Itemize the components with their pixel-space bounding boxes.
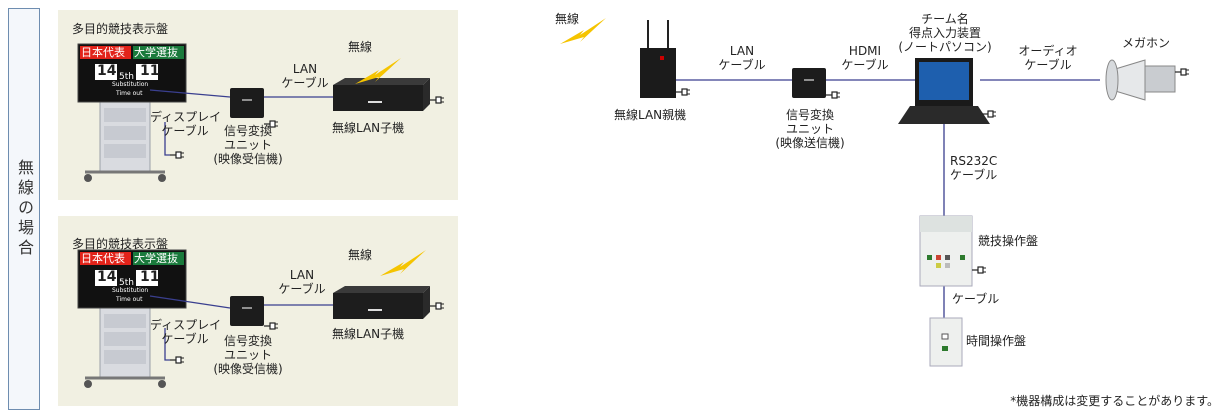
board-upper-team-left: 日本代表 (81, 46, 125, 59)
timer-label: 時間操作盤 (966, 334, 1027, 348)
cable-label: ケーブル (952, 292, 1000, 306)
right-drawing (560, 18, 1190, 367)
unit-label-upper-l3: (映像受信機) (213, 152, 283, 166)
board-upper-score-left: 14 (97, 63, 117, 79)
display-cable-label-lower-l2: ケーブル (161, 332, 209, 346)
board-upper-row1: Substitution (112, 81, 149, 88)
unit-label-upper-l2: ユニット (223, 138, 272, 152)
rs232c-cable-label: RS232C ケーブル (950, 154, 997, 182)
board-lower-team-right: 大学選抜 (134, 252, 178, 265)
unit-label-upper: 信号変換 ユニット (映像受信機) (205, 124, 291, 166)
wlan-child-label-upper: 無線LAN子機 (332, 121, 405, 135)
pc-label-l2: 得点入力装置 (908, 26, 981, 40)
lan-cable-label-upper: LAN ケーブル (280, 62, 330, 90)
lan-cable-label-lower-l1: LAN (289, 268, 315, 282)
lan-cable-label-lower-l2: ケーブル (278, 282, 326, 296)
unit-label-right-l1: 信号変換 (785, 108, 834, 122)
lan-cable-label-right-l1: LAN (729, 44, 755, 58)
board-upper-row2: Time out (116, 90, 143, 97)
board-lower-row1: Substitution (112, 287, 149, 294)
board-lower-team-left: 日本代表 (81, 252, 125, 265)
megaphone-label: メガホン (1122, 36, 1171, 50)
board-upper-score-right: 11 (140, 63, 160, 79)
audio-cable-label-l1: オーディオ (1018, 44, 1078, 58)
lan-cable-label-upper-l2: ケーブル (281, 76, 329, 90)
rs232c-cable-label-l1: RS232C (950, 154, 998, 168)
board-lower-score-right: 11 (140, 269, 160, 285)
display-cable-label-upper-l2: ケーブル (161, 124, 209, 138)
lan-cable-label-right-l2: ケーブル (718, 58, 766, 72)
panel-lower-title: 多目的競技表示盤 (72, 237, 169, 251)
display-cable-label-upper-l1: ディスプレイ (150, 110, 222, 124)
unit-label-right-l2: ユニット (785, 122, 834, 136)
pc-label: チーム名 得点入力装置 (ノートパソコン) (890, 12, 1000, 54)
rs232c-cable-label-l2: ケーブル (950, 168, 998, 182)
board-upper-period: 5th (119, 72, 134, 82)
lan-cable-label-lower: LAN ケーブル (272, 268, 332, 296)
unit-label-right: 信号変換 ユニット (映像送信機) (760, 108, 860, 150)
audio-cable-label-l2: ケーブル (1024, 58, 1072, 72)
board-lower-score-left: 14 (97, 269, 117, 285)
pc-label-l1: チーム名 (921, 12, 969, 26)
wlan-child-label-lower: 無線LAN子機 (332, 327, 405, 341)
side-label: 無線の場合 (8, 8, 40, 410)
unit-label-lower: 信号変換 ユニット (映像受信機) (205, 334, 291, 376)
upper-panel-drawing (77, 43, 445, 182)
hdmi-cable-label-l1: HDMI (848, 44, 882, 58)
audio-cable-label: オーディオ ケーブル (1008, 44, 1088, 72)
unit-label-lower-l1: 信号変換 (223, 334, 272, 348)
lower-panel-drawing (77, 249, 445, 388)
board-upper-team-right: 大学選抜 (134, 46, 178, 59)
console-label: 競技操作盤 (978, 234, 1039, 248)
unit-label-upper-l1: 信号変換 (223, 124, 272, 138)
wlan-parent-label: 無線LAN親機 (614, 108, 687, 122)
lan-cable-label-right: LAN ケーブル (712, 44, 772, 72)
footnote: *機器構成は変更することがあります。 (1010, 394, 1219, 408)
hdmi-cable-label: HDMI ケーブル (830, 44, 900, 72)
wireless-label-upper: 無線 (348, 40, 373, 54)
display-cable-label-upper: ディスプレイ ケーブル (150, 110, 222, 138)
panel-upper-title: 多目的競技表示盤 (72, 22, 169, 36)
display-cable-label-lower: ディスプレイ ケーブル (150, 318, 222, 346)
pc-label-l3: (ノートパソコン) (898, 40, 992, 54)
wireless-label-right: 無線 (555, 12, 580, 26)
unit-label-lower-l2: ユニット (223, 348, 272, 362)
unit-label-lower-l3: (映像受信機) (213, 362, 283, 376)
wireless-label-lower: 無線 (348, 248, 373, 262)
display-cable-label-lower-l1: ディスプレイ (150, 318, 222, 332)
lan-cable-label-upper-l1: LAN (292, 62, 318, 76)
board-lower-period: 5th (119, 278, 134, 288)
unit-label-right-l3: (映像送信機) (775, 136, 845, 150)
side-label-text: 無線の場合 (15, 159, 34, 259)
board-lower-row2: Time out (116, 296, 143, 303)
hdmi-cable-label-l2: ケーブル (841, 58, 889, 72)
